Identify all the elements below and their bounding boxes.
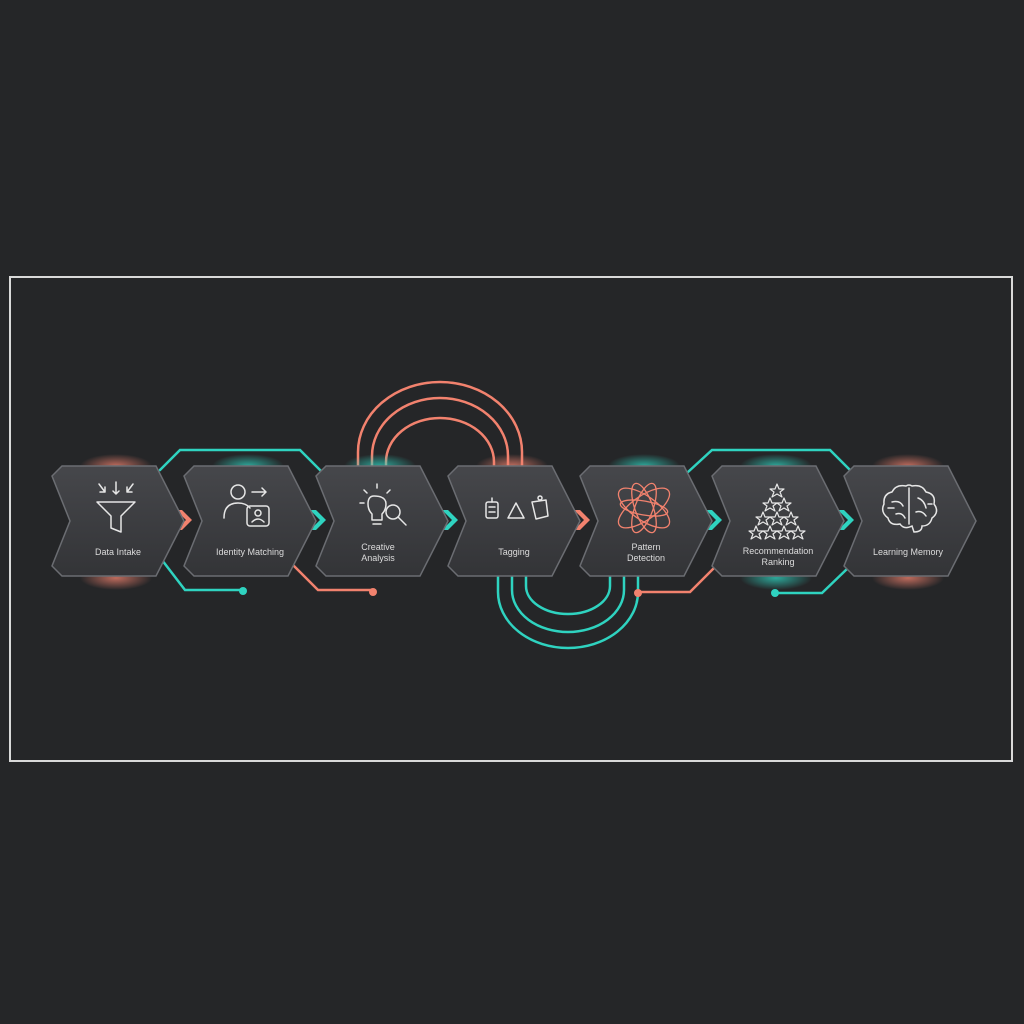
funnel-icon — [96, 481, 136, 533]
diagram-frame — [9, 276, 1013, 762]
chevron-arrow — [442, 510, 458, 530]
connector-teal-arc-mid — [510, 573, 626, 634]
connector-teal-arc-outer — [496, 573, 640, 650]
connector-coral-1 — [290, 562, 374, 592]
chevron-arrow — [706, 510, 722, 530]
step-tile-7 — [843, 465, 977, 577]
step-tile-6 — [711, 465, 845, 577]
step-tile-4 — [447, 465, 581, 577]
connector-coral-arc-outer — [356, 380, 524, 472]
brain-icon — [881, 484, 938, 533]
lightbulb-search-icon — [359, 483, 407, 526]
connector-teal-3 — [686, 448, 854, 474]
connector-coral-2 — [638, 564, 718, 594]
tags-icon — [485, 495, 549, 520]
connector-teal-2 — [160, 558, 245, 592]
connector-coral-arc-inner — [384, 416, 496, 472]
chevrons — [176, 510, 854, 530]
step-tile-3 — [315, 465, 449, 577]
step-tile-2 — [183, 465, 317, 577]
node-dot — [239, 587, 247, 595]
connector-lines — [158, 380, 854, 650]
connector-coral-arc-mid — [370, 396, 510, 472]
orbit-pattern-icon — [617, 482, 671, 534]
node-dot — [369, 588, 377, 596]
chevron-arrow — [574, 510, 590, 530]
connector-teal-1 — [158, 448, 324, 474]
connector-teal-arc-inner — [524, 573, 612, 616]
node-dot — [634, 589, 642, 597]
connector-teal-4 — [774, 566, 850, 595]
chevron-arrow — [838, 510, 854, 530]
user-match-icon — [223, 484, 270, 527]
chevron-arrow — [176, 510, 192, 530]
node-dot — [771, 589, 779, 597]
tiles — [51, 465, 977, 577]
step-tile-1 — [51, 465, 185, 577]
star-pyramid-icon — [748, 483, 806, 540]
chevron-arrow — [310, 510, 326, 530]
